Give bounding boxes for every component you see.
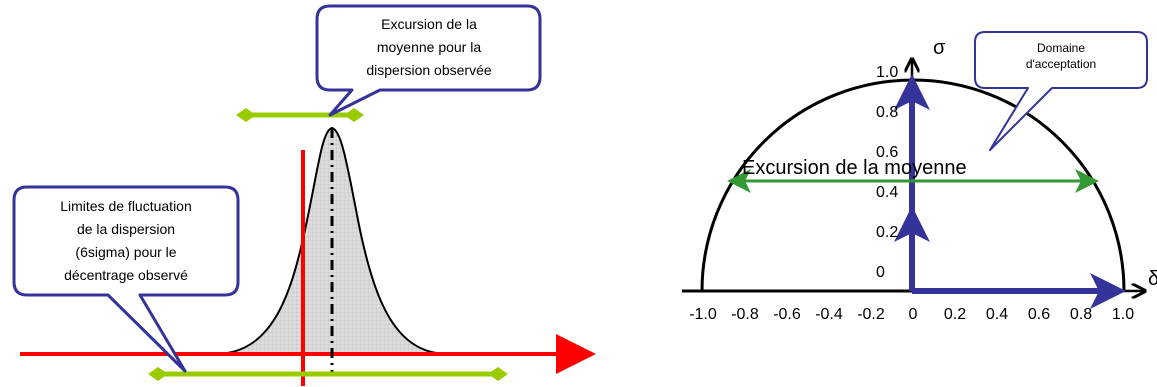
x-tick: 0.6 — [1028, 306, 1050, 323]
y-tick: 0.6 — [876, 144, 898, 161]
acceptance-callout-line-1: Domaine — [1037, 41, 1085, 55]
bottom-range-left-diamond — [148, 367, 168, 381]
x-tick-labels: -1.0 -0.8 -0.6 -0.4 -0.2 0 0.2 0.4 0.6 0… — [689, 306, 1134, 323]
x-tick: -0.8 — [731, 306, 759, 323]
top-range-left-diamond — [236, 108, 256, 122]
x-tick: 1.0 — [1112, 306, 1134, 323]
delta-symbol: δ — [1148, 268, 1157, 290]
y-tick: 0.8 — [876, 104, 898, 121]
x-tick: -0.4 — [815, 306, 843, 323]
bottom-range-right-diamond — [488, 367, 508, 381]
y-tick: 0.2 — [876, 224, 898, 241]
left-diagram: Excursion de la moyenne pour la dispersi… — [12, 4, 596, 386]
excursion-label: Excursion de la moyenne — [742, 157, 967, 179]
top-callout-line-3: dispersion observée — [366, 62, 492, 78]
x-tick: 0.2 — [944, 306, 966, 323]
x-tick: -0.2 — [857, 306, 885, 323]
y-tick: 0 — [876, 264, 885, 281]
top-callout-line-1: Excursion de la — [381, 16, 477, 32]
left-callout-line-2: de la dispersion — [77, 221, 175, 237]
x-tick: 0.4 — [986, 306, 1008, 323]
top-callout-bubble — [315, 4, 542, 117]
right-diagram: 0 0.2 0.4 0.6 0.8 1.0 -1.0 -0.8 -0.6 -0.… — [682, 31, 1157, 323]
y-tick: 0.4 — [876, 184, 898, 201]
left-callout-bubble — [12, 185, 240, 373]
y-tick: 1.0 — [876, 64, 898, 81]
acceptance-callout-bubble — [974, 31, 1148, 151]
left-callout-line-1: Limites de fluctuation — [60, 198, 192, 214]
left-callout-line-4: décentrage observé — [64, 267, 188, 283]
x-tick: -0.6 — [773, 306, 801, 323]
top-callout-line-2: moyenne pour la — [377, 39, 482, 55]
acceptance-callout-line-2: d'acceptation — [1026, 57, 1096, 71]
top-range-right-diamond — [344, 108, 364, 122]
x-tick: -1.0 — [689, 306, 717, 323]
left-callout-line-3: (6sigma) pour le — [75, 244, 176, 260]
y-tick-labels: 0 0.2 0.4 0.6 0.8 1.0 — [876, 64, 898, 281]
x-tick: 0 — [909, 306, 918, 323]
sigma-symbol: σ — [933, 37, 946, 59]
x-tick: 0.8 — [1070, 306, 1092, 323]
